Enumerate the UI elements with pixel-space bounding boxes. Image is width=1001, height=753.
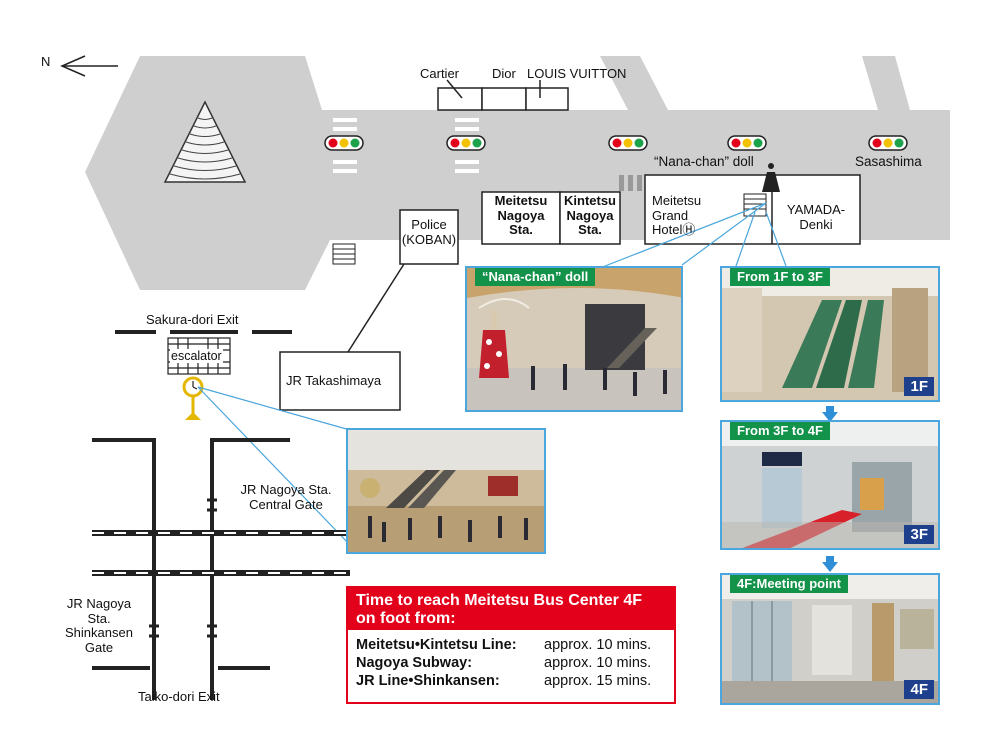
sakura-dori-exit-label: Sakura-dori Exit bbox=[146, 312, 239, 327]
jr-takashimaya-block bbox=[279, 351, 401, 411]
photo-central-gate-image bbox=[348, 430, 544, 552]
police-box bbox=[399, 209, 459, 265]
photo-step-3-image bbox=[722, 575, 938, 703]
photo-pointer-lines bbox=[197, 202, 787, 546]
spiral-tower-icon bbox=[163, 100, 247, 183]
photo-step-1-floor: 1F bbox=[904, 377, 934, 396]
traffic-light-icon bbox=[727, 135, 767, 151]
photo-step-2-tag: From 3F to 4F bbox=[730, 422, 830, 440]
stairs-icon bbox=[332, 243, 356, 265]
walking-time-duration: approx. 10 mins. bbox=[544, 637, 652, 653]
photo-step-1-tag: From 1F to 3F bbox=[730, 268, 830, 286]
walking-time-row: Nagoya Subway: approx. 10 mins. bbox=[356, 654, 666, 672]
shop-louis-vuitton-label: LOUIS VUITTON bbox=[527, 66, 627, 81]
escalator-label: escalator bbox=[170, 349, 223, 363]
walking-time-row: Meitetsu•Kintetsu Line: approx. 10 mins. bbox=[356, 636, 666, 654]
meitetsu-grand-hotel-label: Meitetsu Grand HotelⒽ bbox=[652, 193, 702, 238]
walking-time-origin: Meitetsu•Kintetsu Line: bbox=[356, 637, 517, 653]
photo-central-gate bbox=[346, 428, 546, 554]
step-arrow-icon bbox=[822, 556, 838, 572]
shop-cartier-label: Cartier bbox=[420, 66, 460, 81]
photo-nana-chan-tag: “Nana-chan” doll bbox=[475, 268, 596, 286]
compass-label: N bbox=[41, 54, 51, 69]
photo-step-3-tag: 4F:Meeting point bbox=[730, 575, 848, 593]
traffic-light-icon bbox=[868, 135, 908, 151]
shops-outline bbox=[437, 79, 569, 111]
walking-time-origin: Nagoya Subway: bbox=[356, 655, 473, 672]
jr-concourse bbox=[92, 438, 290, 700]
photo-step-1-image bbox=[722, 268, 938, 400]
traffic-light-icon bbox=[324, 135, 364, 151]
walking-time-duration: approx. 15 mins. bbox=[544, 673, 652, 690]
gate-markers bbox=[149, 498, 217, 638]
walking-time-duration: approx. 10 mins. bbox=[544, 655, 652, 672]
nana-chan-figure-icon bbox=[762, 163, 780, 192]
sasashima-label: Sasashima bbox=[855, 154, 922, 169]
jr-central-gate-label: JR Nagoya Sta. Central Gate bbox=[240, 482, 332, 512]
photo-nana-chan-image bbox=[467, 268, 681, 410]
taiko-dori-exit-label: Taiko-dori Exit bbox=[138, 689, 220, 704]
police-label: Police (KOBAN) bbox=[401, 217, 457, 247]
walking-time-row: JR Line•Shinkansen: approx. 15 mins. bbox=[356, 672, 666, 690]
photo-step-2-floor: 3F bbox=[904, 525, 934, 544]
walking-time-title: Time to reach Meitetsu Bus Center 4F on … bbox=[348, 588, 674, 630]
connector-line bbox=[347, 263, 405, 353]
shop-dior-label: Dior bbox=[492, 66, 516, 81]
photo-step-3-floor: 4F bbox=[904, 680, 934, 699]
nana-chan-label: “Nana-chan” doll bbox=[654, 154, 754, 169]
walking-time-box: Time to reach Meitetsu Bus Center 4F on … bbox=[346, 586, 676, 704]
meitetsu-nagoya-label: Meitetsu Nagoya Sta. bbox=[494, 193, 548, 238]
traffic-light-icon bbox=[446, 135, 486, 151]
jr-takashimaya-label: JR Takashimaya bbox=[286, 373, 382, 388]
clock-icon bbox=[182, 376, 204, 420]
photo-nana-chan: “Nana-chan” doll bbox=[465, 266, 683, 412]
jr-shinkansen-gate-label: JR Nagoya Sta. Shinkansen Gate bbox=[65, 596, 133, 655]
photo-step-3f-to-4f: From 3F to 4F 3F bbox=[720, 420, 940, 550]
walking-time-rows: Meitetsu•Kintetsu Line: approx. 10 mins.… bbox=[348, 630, 674, 690]
traffic-light-icon bbox=[608, 135, 648, 151]
kintetsu-nagoya-label: Kintetsu Nagoya Sta. bbox=[564, 193, 616, 238]
yamada-denki-label: YAMADA- Denki bbox=[786, 202, 846, 232]
crosswalks bbox=[333, 118, 642, 191]
north-arrow-icon bbox=[60, 55, 118, 77]
photo-step-4f-meeting: 4F:Meeting point 4F bbox=[720, 573, 940, 705]
stairs-icon bbox=[743, 193, 767, 217]
photo-step-1f-to-3f: From 1F to 3F 1F bbox=[720, 266, 940, 402]
walking-time-origin: JR Line•Shinkansen: bbox=[356, 673, 500, 690]
step-arrow-icon bbox=[822, 406, 838, 422]
rail-track bbox=[92, 530, 350, 576]
